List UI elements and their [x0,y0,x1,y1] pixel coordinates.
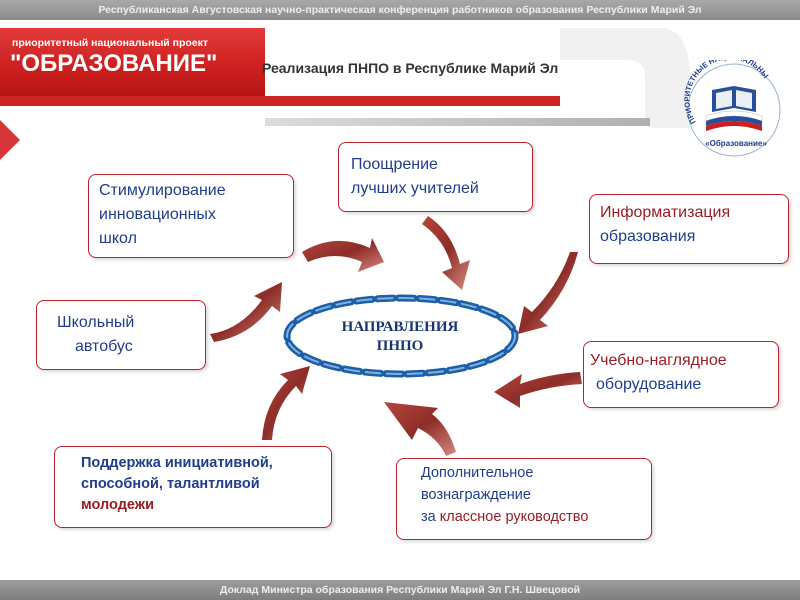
arrow-right-top [518,252,578,334]
node-reward: Дополнительное вознаграждение за классно… [396,458,652,540]
node-school-bus: Школьный автобус [36,300,206,370]
arrow-left-bottom [262,366,310,440]
arrow-top-left [302,238,384,272]
bottom-bar: Доклад Министра образования Республики М… [0,580,800,600]
node-informatization: Информатизация образования [589,194,789,264]
project-name: "ОБРАЗОВАНИЕ" [10,50,218,77]
project-subtitle: приоритетный национальный проект [12,37,209,49]
center-label: НАПРАВЛЕНИЯ ПНПО [300,318,500,356]
report-caption: Доклад Министра образования Республики М… [219,584,581,596]
node-equipment: Учебно-наглядное оборудование [583,341,779,408]
pnp-logo-icon: ПРИОРИТЕТНЫЕ НАЦИОНАЛЬНЫЕ ПРОЕКТЫ «Образ… [676,60,781,157]
center-label-line2: ПНПО [376,338,424,354]
node-youth-support: Поддержка инициативной, способной, талан… [54,446,332,528]
header-gray-stripe [265,118,650,126]
arrow-left-top [210,282,282,342]
node-best-teachers: Поощрение лучших учителей [338,142,533,212]
conference-title: Республиканская Августовская научно-прак… [98,4,702,16]
logo-label: «Образование» [705,139,767,148]
project-banner [0,28,265,96]
arrow-top-center [422,216,470,290]
arrow-right-bottom [494,372,582,408]
center-label-line1: НАПРАВЛЕНИЯ [341,319,459,335]
node-innovative-schools: Стимулирование инновационных школ [88,174,294,258]
page-title: Реализация ПНПО в Республике Марий Эл [262,60,559,76]
header-decoration [0,28,690,160]
arrow-bottom-center [384,402,456,456]
header-red-stripe [0,96,560,106]
top-bar: Республиканская Августовская научно-прак… [0,0,800,20]
